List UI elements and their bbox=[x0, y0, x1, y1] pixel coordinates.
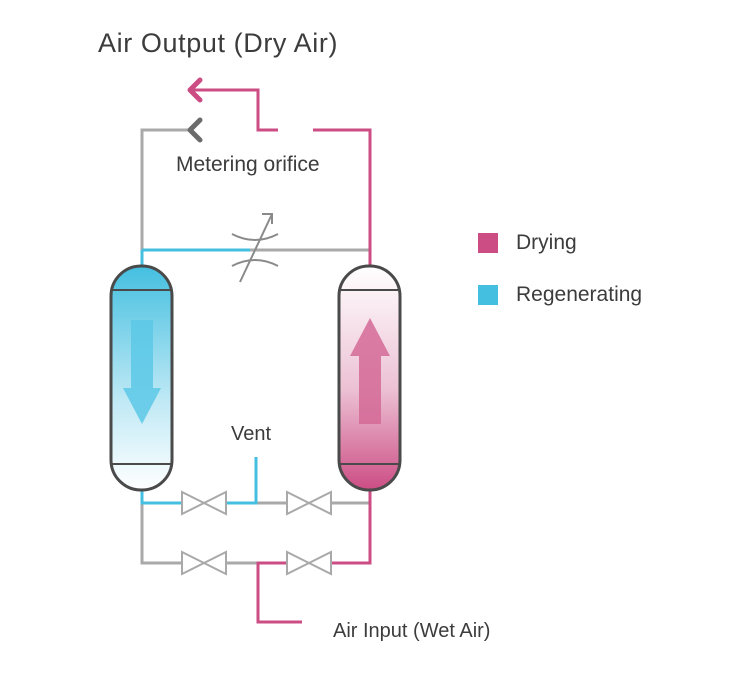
left-tower bbox=[109, 264, 174, 492]
orifice-curve-bottom bbox=[231, 259, 279, 267]
orifice-adjust-arrowhead bbox=[262, 213, 273, 224]
regenerating-pipes bbox=[140, 248, 258, 505]
right-tower bbox=[337, 264, 402, 492]
valve-vent-left bbox=[181, 490, 227, 516]
orifice-curve-top bbox=[231, 233, 279, 241]
vent-label: Vent bbox=[231, 423, 272, 445]
vent-stack bbox=[226, 457, 258, 505]
drying-swatch bbox=[478, 233, 498, 253]
valves bbox=[181, 490, 332, 576]
legend-item-regenerating: Regenerating bbox=[478, 282, 642, 308]
orifice-flow-arrow-icon bbox=[187, 117, 203, 143]
air-output-label: Air Output (Dry Air) bbox=[98, 28, 339, 58]
inlet-pipe-right bbox=[331, 490, 372, 565]
legend-label-drying: Drying bbox=[516, 231, 577, 254]
right-tower-outline bbox=[337, 264, 402, 492]
left-tower-outline bbox=[109, 264, 174, 492]
air-input-label: Air Input (Wet Air) bbox=[333, 620, 491, 642]
bypass-pipe-to-orifice bbox=[140, 128, 370, 252]
valve-inlet-left bbox=[181, 550, 227, 576]
drying-pipes bbox=[193, 88, 372, 624]
regenerating-swatch bbox=[478, 285, 498, 305]
dry-air-output-arrow-icon bbox=[187, 77, 203, 103]
inlet-pipe-left bbox=[140, 503, 182, 565]
metering-orifice-icon bbox=[231, 213, 279, 283]
legend-item-drying: Drying bbox=[478, 230, 577, 256]
orifice-adjust-line bbox=[239, 213, 273, 283]
output-pipe-upper bbox=[193, 88, 278, 132]
output-pipe bbox=[313, 128, 372, 268]
legend-label-regenerating: Regenerating bbox=[516, 283, 643, 306]
air-input-pipe bbox=[256, 561, 302, 624]
up-flow-arrow-icon bbox=[350, 318, 390, 424]
valve-inlet-right bbox=[286, 550, 332, 576]
valve-vent-right bbox=[286, 490, 332, 516]
metering-orifice-label: Metering orifice bbox=[176, 153, 320, 176]
vent-pipe bbox=[140, 490, 182, 505]
down-flow-arrow-icon bbox=[123, 320, 161, 424]
